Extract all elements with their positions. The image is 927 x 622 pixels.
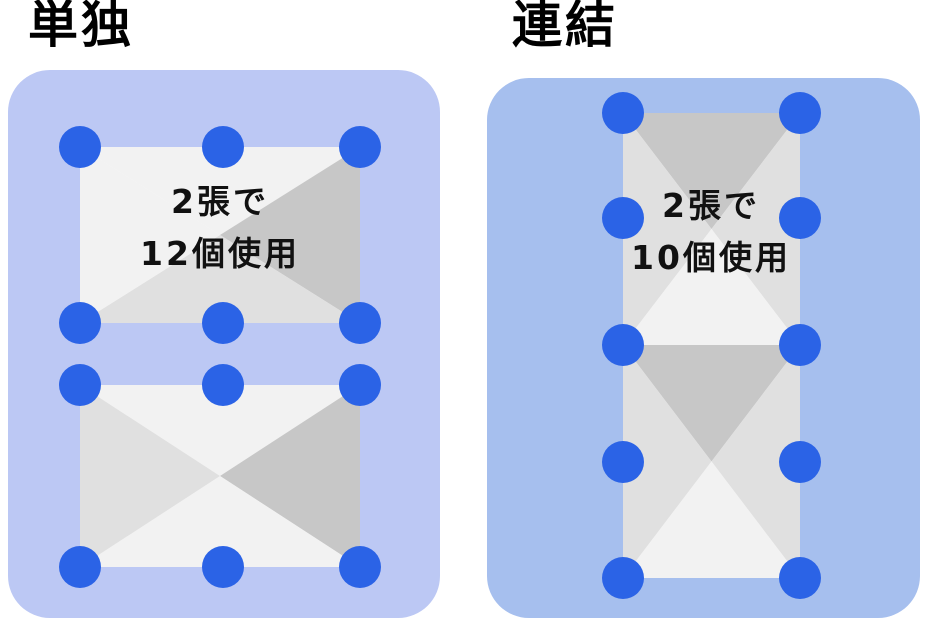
right-caption: 2張で 10個使用 [586,180,836,284]
anchor-dot [779,92,821,134]
anchor-dot [602,197,644,239]
anchor-dot [339,546,381,588]
anchor-dot [202,364,244,406]
anchor-dot [779,557,821,599]
anchor-dot [779,197,821,239]
anchor-dot [779,324,821,366]
anchor-dot [602,324,644,366]
anchor-dot [339,302,381,344]
right-caption-line2: 10個使用 [631,238,791,277]
left-title: 単独 [28,0,134,54]
tarp-sheet-left-bottom [80,385,360,567]
anchor-dot [779,441,821,483]
anchor-dot [202,126,244,168]
anchor-dot [339,126,381,168]
anchor-dot [59,126,101,168]
left-caption-line2: 12個使用 [140,234,300,273]
left-caption-line1: 2張で [171,182,269,221]
anchor-dot [602,557,644,599]
anchor-dot [339,364,381,406]
anchor-dot [602,92,644,134]
anchor-dot [59,364,101,406]
anchor-dot [202,302,244,344]
anchor-dot [202,546,244,588]
right-caption-line1: 2張で [662,186,760,225]
tarp-sheet-left-top [80,147,360,323]
anchor-dot [59,302,101,344]
left-caption: 2張で 12個使用 [80,176,360,280]
anchor-dot [59,546,101,588]
right-title: 連結 [512,0,618,54]
anchor-dot [602,441,644,483]
tarp-sheet-right-connected [623,113,800,578]
